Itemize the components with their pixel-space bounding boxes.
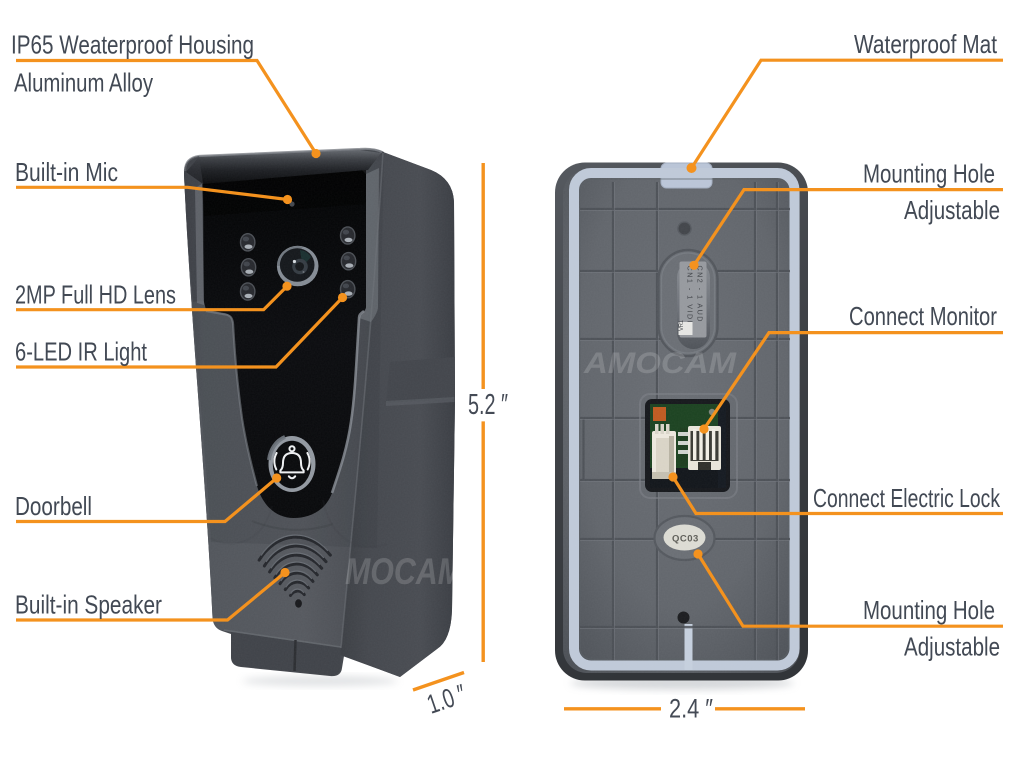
svg-text:Doorbell: Doorbell [15,491,92,521]
svg-text:5.2 ″: 5.2 ″ [468,389,508,421]
svg-text:Waterproof Mat: Waterproof Mat [854,29,998,59]
svg-text:6-LED IR Light: 6-LED IR Light [15,336,148,366]
svg-text:Adjustable: Adjustable [904,195,1000,225]
svg-text:2MP Full HD Lens: 2MP Full HD Lens [15,280,176,310]
svg-text:Built-in Speaker: Built-in Speaker [15,589,162,619]
svg-text:Connect Electric Lock: Connect Electric Lock [813,483,1001,513]
svg-text:IP65 Weaterproof Housing: IP65 Weaterproof Housing [11,29,254,59]
svg-text:Adjustable: Adjustable [904,632,1000,662]
svg-text:2.4 ″: 2.4 ″ [669,694,713,724]
svg-text:Built-in Mic: Built-in Mic [15,157,118,187]
svg-text:Connect Monitor: Connect Monitor [849,301,997,331]
svg-text:Aluminum Alloy: Aluminum Alloy [14,68,153,98]
svg-text:Mounting Hole: Mounting Hole [863,159,995,189]
svg-text:Mounting Hole: Mounting Hole [863,595,995,625]
